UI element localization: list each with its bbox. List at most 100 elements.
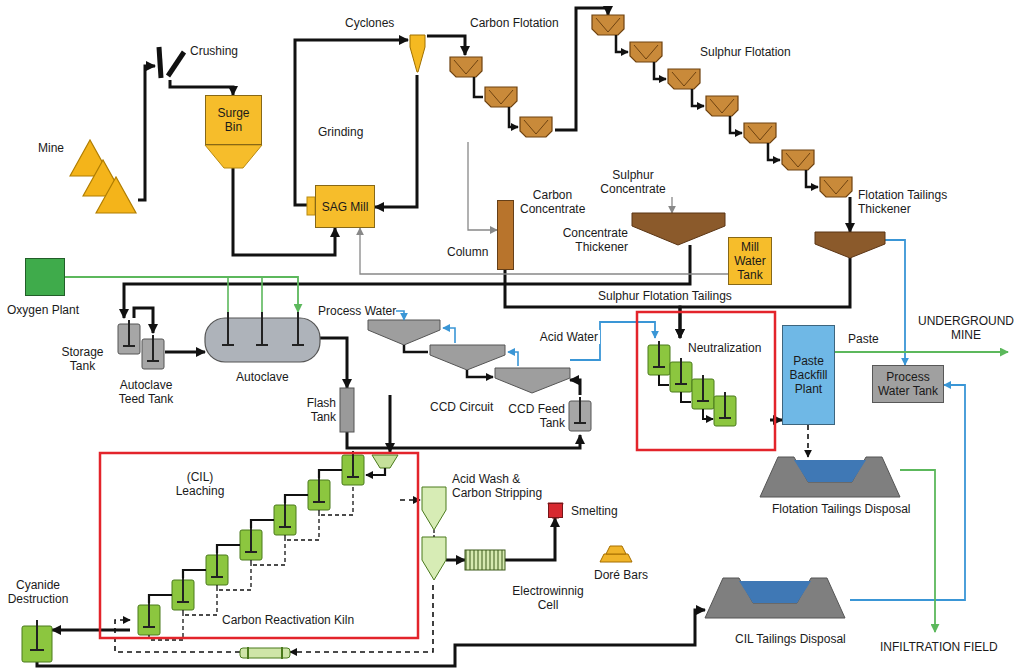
unit-box: Smelting xyxy=(548,503,563,518)
unit-name-wrap: Process Water Tank xyxy=(873,366,943,402)
oxygen-lines xyxy=(261,277,263,312)
unit-box: Column xyxy=(497,200,514,270)
flow-label: INFILTRATION FIELD xyxy=(880,640,998,654)
unit-area: Flash Tank xyxy=(340,388,354,432)
unit-box: Mill Water Tank xyxy=(728,237,772,285)
stripping-columns xyxy=(422,537,446,580)
mine-icon xyxy=(96,177,136,213)
cil-tanks xyxy=(372,455,398,468)
ccd-thickeners xyxy=(430,345,505,370)
unit-name: Concentrate Thickener xyxy=(558,226,628,254)
neutralization-tanks xyxy=(659,375,713,419)
cil-tanks xyxy=(308,476,330,510)
cil-tanks xyxy=(138,601,160,635)
unit-box: Process Water Tank xyxy=(872,365,944,403)
sulphur-flotation-cells xyxy=(592,15,624,35)
tailings-dam xyxy=(794,460,866,482)
ccd-thickeners xyxy=(368,320,440,345)
stripping-columns xyxy=(422,487,446,530)
ccd-overflow xyxy=(443,328,455,343)
flow-label: Sulphur Flotation Tailings xyxy=(598,289,732,303)
sulphur-flotation-cells xyxy=(692,89,704,106)
sulphur-flotation-cells xyxy=(668,69,700,89)
sulphur-flotation-cells xyxy=(768,143,780,160)
unit-name: Crushing xyxy=(190,44,238,58)
cyanide-tank xyxy=(22,620,52,662)
flow-line xyxy=(885,240,905,365)
unit-name: Cyclones xyxy=(345,16,394,30)
stripping-columns xyxy=(422,487,446,580)
unit-name: Carbon Flotation xyxy=(470,16,559,30)
cyclone-icon xyxy=(410,35,425,72)
neutralization-tanks xyxy=(714,392,736,426)
cil-tanks xyxy=(274,501,296,535)
unit-name: Cyanide Destruction xyxy=(2,578,74,606)
sag-mill-feed xyxy=(307,197,315,215)
paste-line xyxy=(835,351,1008,353)
unit-box: Paste Backfill Plant xyxy=(782,325,835,425)
dore-bars xyxy=(606,546,626,554)
unit-name: Flotation Tailings Disposal xyxy=(772,502,911,516)
kiln-icon xyxy=(248,647,282,659)
highlight-box xyxy=(637,312,775,450)
autoclave-vessel xyxy=(205,312,320,362)
flow-label: Carbon Concentrate xyxy=(520,188,585,216)
autoclave-feed-tanks xyxy=(142,335,164,369)
ccd-overflow xyxy=(508,352,518,366)
cil-tanks xyxy=(172,576,194,610)
unit-area: Concentrate Thickener xyxy=(632,213,725,245)
unit-box: SAG Mill xyxy=(315,185,375,228)
flow-label: Sulphur Concentrate xyxy=(598,168,668,196)
flow-line xyxy=(124,245,690,318)
unit-area: Cyclones xyxy=(408,32,427,75)
carbon-flotation-cells xyxy=(474,77,518,127)
infiltration-line xyxy=(900,470,935,632)
flow-line xyxy=(115,620,240,652)
tailings-thickener xyxy=(815,232,885,258)
unit-area: Mine xyxy=(68,138,138,214)
unit-box: Surge Bin xyxy=(205,95,262,145)
flow-label: UNDERGROUND MINE xyxy=(918,314,1014,342)
unit-area: Flotation Tailings Thickener xyxy=(815,232,885,258)
sulphur-flotation-cells xyxy=(730,116,742,133)
unit-area: Doré Bars xyxy=(598,546,632,562)
unit-name: CCD Feed Tank xyxy=(503,402,565,430)
crusher-icon xyxy=(168,52,184,76)
unit-area: Neutralization xyxy=(645,338,770,442)
unit-area: Storage Tank xyxy=(118,318,140,356)
unit-name: Autoclave Teed Tank xyxy=(106,378,186,406)
unit-name: Carbon Reactivation Kiln xyxy=(222,613,354,627)
surge-bin-hopper xyxy=(205,145,262,168)
unit-area: (CIL) Leaching xyxy=(130,452,400,638)
flow-label: Paste xyxy=(848,332,879,346)
flash-tank xyxy=(340,388,354,432)
unit-area: Cyanide Destruction xyxy=(22,620,52,662)
carbon-flotation-cells xyxy=(520,117,552,137)
sulphur-flotation-cells xyxy=(782,150,814,170)
cil-tanks xyxy=(206,551,228,585)
cil-tailings-dam xyxy=(705,578,845,618)
neutralization-tanks xyxy=(670,358,692,392)
cil-tanks xyxy=(149,468,385,603)
ccd-underflow xyxy=(404,345,493,377)
flow-line xyxy=(65,277,298,312)
flow-line xyxy=(347,432,580,448)
unit-area: Flotation Tailings Disposal xyxy=(760,457,900,497)
flow-line xyxy=(389,395,392,452)
flow-line xyxy=(468,142,497,230)
ccd-thickeners xyxy=(495,368,570,393)
unit-name: Flotation Tailings Thickener xyxy=(858,188,963,216)
flow-line xyxy=(505,518,555,560)
flow-line xyxy=(170,80,233,95)
sulphur-flotation-cells xyxy=(654,62,666,79)
tailings-dam xyxy=(760,457,900,497)
flow-line xyxy=(505,270,680,338)
flow-line xyxy=(446,559,465,562)
unit-name: SAG Mill xyxy=(322,200,369,214)
unit-name: Process Water Tank xyxy=(876,370,940,398)
flow-line xyxy=(165,351,205,354)
unit-name: Mill Water Tank xyxy=(732,240,768,282)
unit-name: Oxygen Plant xyxy=(7,303,79,317)
unit-area: Autoclave xyxy=(205,312,320,364)
sulphur-flotation-cells xyxy=(616,35,818,187)
